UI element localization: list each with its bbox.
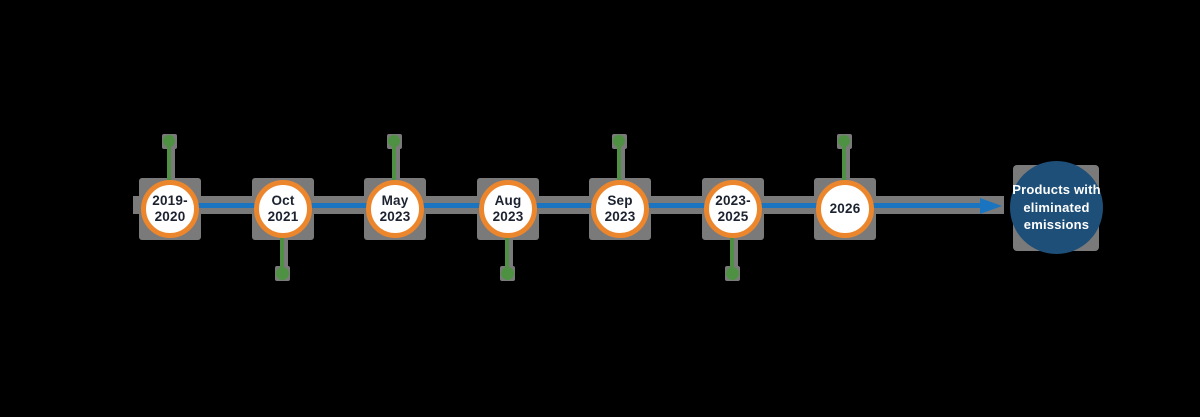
end-node-products-with-eliminated-emissions: Products with eliminated emissions [1010,161,1103,254]
milestone-label: 2025 [717,209,749,224]
milestone-circle: May 2023 [366,180,424,238]
pin-line-shadow [621,147,625,185]
pin-line [280,236,284,272]
milestone-circle: Sep 2023 [591,180,649,238]
milestone-2026: 2026 [814,130,876,286]
pin-icon [163,135,175,147]
milestone-2023-2025: 2023- 2025 [702,130,764,286]
arrow-right-icon [980,198,1002,214]
pin-line-shadow [734,237,738,273]
milestone-circle: Oct 2021 [254,180,312,238]
pin-icon [726,267,739,280]
milestone-label: May [381,192,409,208]
pin-line [505,236,509,272]
pin-line-shadow [509,237,513,273]
timeline-line [162,203,980,208]
milestone-label: 2021 [267,209,299,224]
milestone-label: 2023- [715,192,751,208]
milestone-circle: 2023- 2025 [704,180,762,238]
end-node-label: emissions [1023,217,1090,233]
pin-line-shadow [171,147,175,185]
milestone-label: 2023 [604,209,636,224]
milestone-sep-2023: Sep 2023 [589,130,651,286]
milestone-circle: 2026 [816,180,874,238]
milestone-label: 2019- [152,192,188,208]
pin-icon [613,135,625,147]
milestone-label: Oct [271,192,295,208]
milestone-2019-2020: 2019- 2020 [139,130,201,286]
pin-line [617,146,621,184]
milestone-may-2023: May 2023 [364,130,426,286]
pin-icon [501,267,514,280]
milestone-circle: Aug 2023 [479,180,537,238]
end-node-label: Products with [1012,182,1101,198]
milestone-label: 2023 [379,209,411,224]
milestone-aug-2023: Aug 2023 [477,130,539,286]
pin-line [842,146,846,184]
milestone-label: Sep [607,192,633,208]
milestone-label: 2020 [154,209,186,224]
pin-line-shadow [284,237,288,273]
pin-icon [276,267,289,280]
pin-icon [388,135,400,147]
milestone-circle: 2019- 2020 [141,180,199,238]
milestone-label: 2023 [492,209,524,224]
end-node-label: eliminated [1023,199,1090,215]
milestone-label: Aug [494,192,522,208]
milestone-label: 2026 [829,200,861,216]
pin-line [167,146,171,184]
pin-line [392,146,396,184]
pin-line-shadow [846,147,850,185]
milestone-oct-2021: Oct 2021 [252,130,314,286]
pin-line-shadow [396,147,400,185]
pin-line [730,236,734,272]
pin-icon [838,135,850,147]
